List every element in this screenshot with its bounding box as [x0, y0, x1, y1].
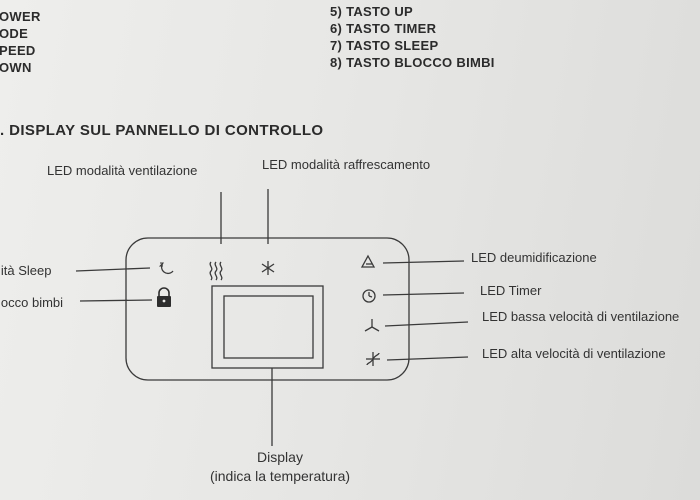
leader-line-blocco [79, 299, 153, 302]
leader-line-alta [386, 356, 469, 361]
list-item: 6) TASTO TIMER [330, 21, 437, 36]
list-item: ODE [0, 26, 29, 41]
water-drop-icon [360, 254, 376, 268]
high-fan-icon [366, 352, 380, 366]
lock-icon [157, 287, 171, 307]
moon-sleep-icon [158, 262, 174, 275]
leader-line-bassa [384, 321, 469, 327]
label-led-sleep: lità Sleep [0, 263, 52, 278]
list-item: 7) TASTO SLEEP [330, 38, 439, 53]
display-screen-outer [211, 285, 324, 369]
display-screen-inner [223, 295, 314, 359]
snowflake-icon [261, 261, 275, 275]
list-item: PEED [0, 43, 36, 58]
clock-icon [362, 289, 376, 303]
label-led-bassa: LED bassa velocità di ventilazione [482, 309, 680, 324]
list-item: 8) TASTO BLOCCO BIMBI [330, 55, 495, 70]
label-led-alta: LED alta velocità di ventilazione [482, 346, 666, 361]
top-right-list: 5) TASTO UP 6) TASTO TIMER 7) TASTO SLEE… [330, 3, 495, 71]
label-led-ventilazione: LED modalità ventilazione [47, 163, 198, 178]
leader-line-deumidificazione [382, 260, 465, 264]
heat-wave-icon [209, 261, 223, 281]
section-title: . DISPLAY SUL PANNELLO DI CONTROLLO [0, 122, 324, 139]
list-item: OWER [0, 9, 41, 24]
list-item: 5) TASTO UP [330, 4, 413, 19]
list-item: OWN [0, 60, 32, 75]
display-caption-subtitle: (indica la temperatura) [209, 468, 351, 484]
display-caption: Display (indica la temperatura) [160, 448, 400, 486]
label-led-blocco: locco bimbi [0, 295, 64, 310]
label-led-raffrescamento: LED modalità raffrescamento [262, 157, 431, 172]
label-led-timer: LED Timer [480, 283, 542, 298]
label-led-deumidificazione: LED deumidificazione [471, 250, 597, 265]
top-left-list: OWER ODE PEED OWN [0, 8, 41, 76]
leader-line-sleep [75, 267, 151, 272]
display-caption-title: Display [257, 449, 303, 465]
low-fan-icon [364, 319, 380, 332]
leader-line-timer [382, 292, 465, 296]
